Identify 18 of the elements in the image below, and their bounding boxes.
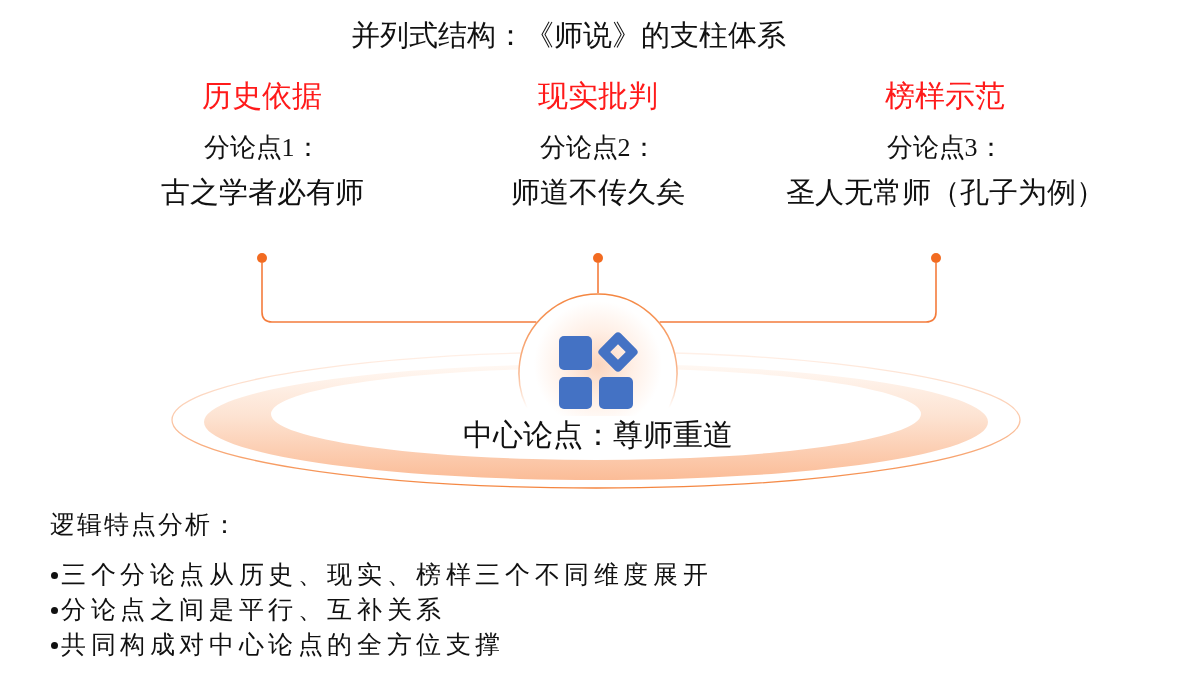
point-number-text: 分论点3： bbox=[886, 132, 1004, 164]
bullet-text: 共同构成对中心论点的全方位支撑 bbox=[61, 630, 505, 660]
point-heading: 历史依据 bbox=[202, 78, 322, 114]
point-heading: 现实批判 bbox=[538, 78, 658, 114]
hub-caption: 中心论点：尊师重道 bbox=[463, 417, 733, 453]
point-text: 古之学者必有师 bbox=[160, 175, 364, 210]
title: 并列式结构：《师说》的支柱体系 bbox=[350, 18, 786, 53]
bullet-text: 三个分论点从历史、现实、榜样三个不同维度展开 bbox=[61, 560, 713, 590]
point-text: 圣人无常师（孔子为例） bbox=[785, 175, 1105, 210]
point-text: 师道不传久矣 bbox=[511, 175, 685, 210]
point-number-text: 分论点1： bbox=[203, 132, 321, 164]
bullet-text: 分论点之间是平行、互补关系 bbox=[61, 595, 446, 625]
point-number-text: 分论点2： bbox=[539, 132, 657, 164]
connector-line bbox=[597, 262, 599, 294]
point-heading: 榜样示范 bbox=[885, 78, 1005, 114]
connector-line bbox=[658, 262, 937, 323]
connector-line bbox=[261, 262, 538, 323]
section-heading: 逻辑特点分析： bbox=[50, 510, 239, 540]
